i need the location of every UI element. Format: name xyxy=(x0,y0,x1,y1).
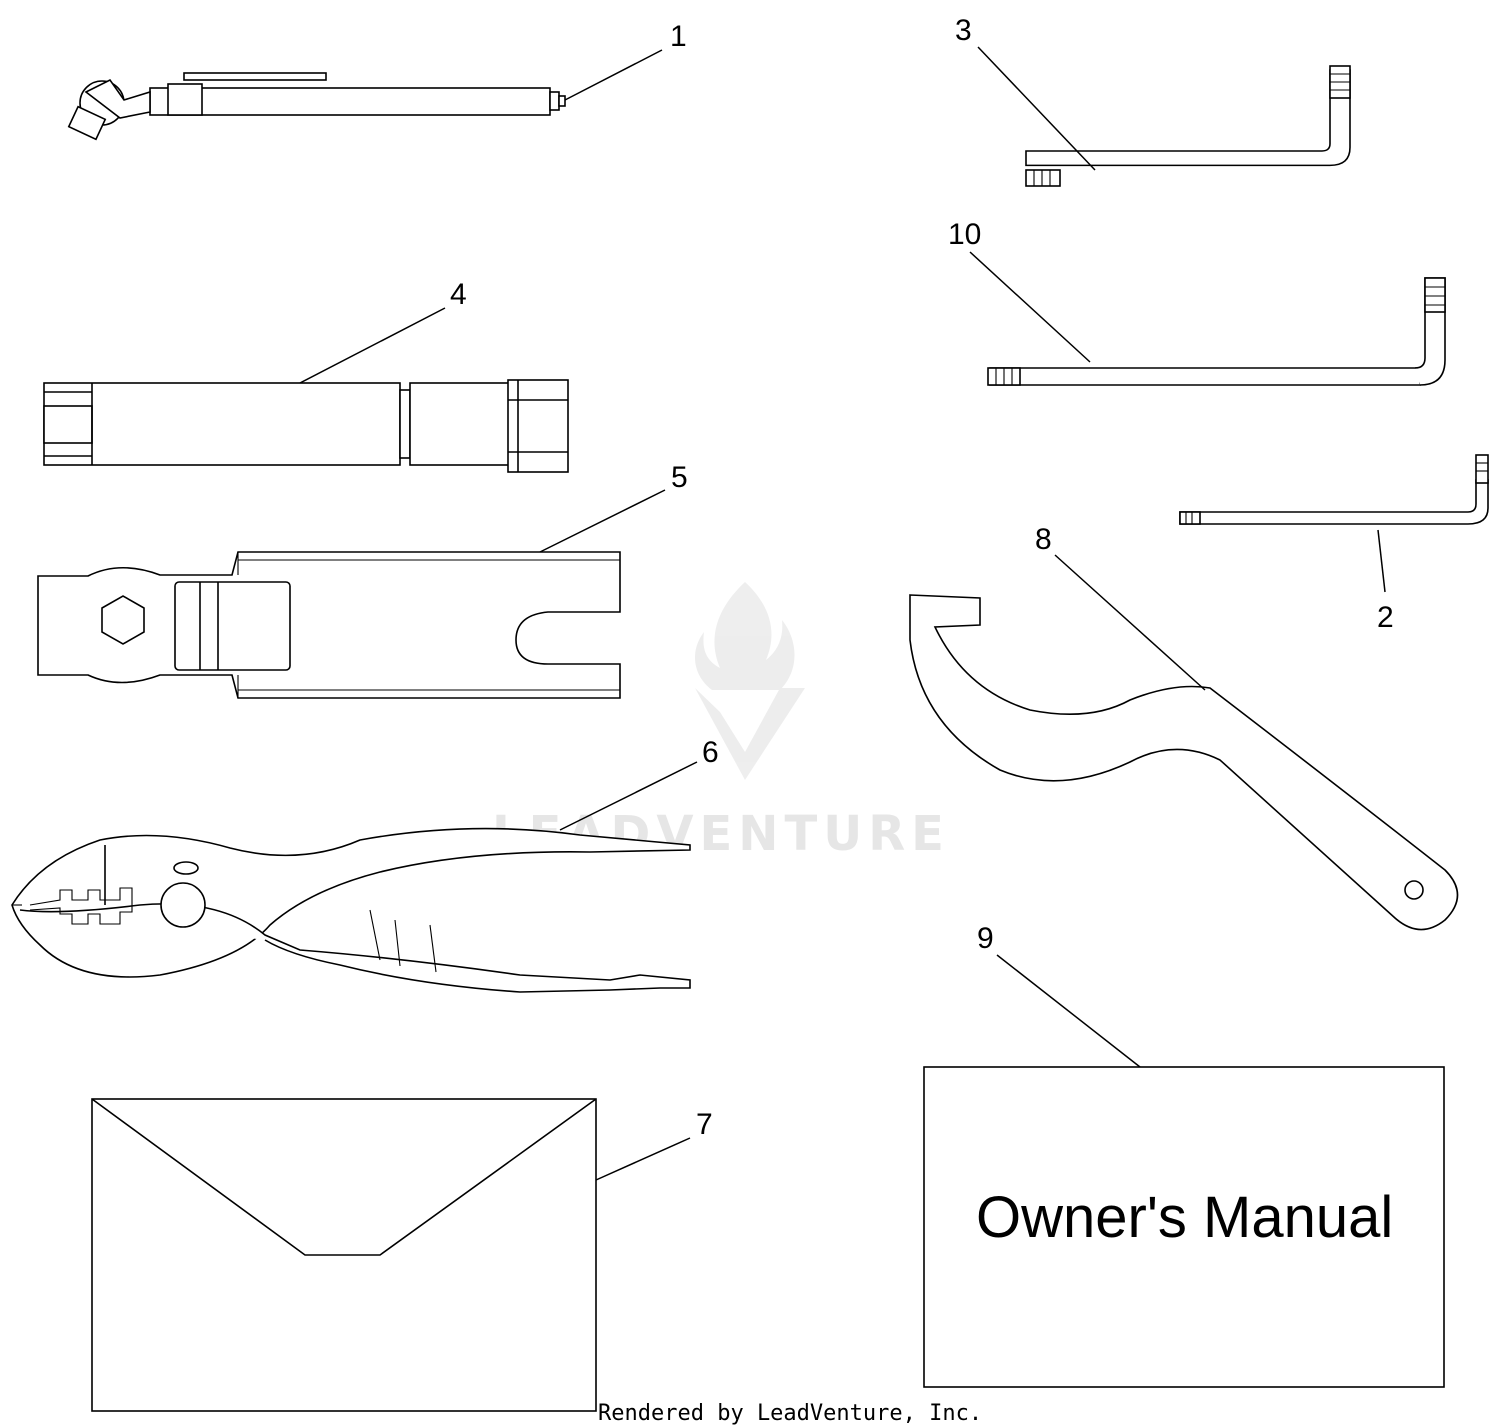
watermark-logo xyxy=(694,582,805,780)
part-5-fork-wrench xyxy=(37,551,621,699)
part-8-spanner-wrench xyxy=(909,594,1459,931)
callout-9: 9 xyxy=(977,922,994,955)
callout-8: 8 xyxy=(1035,523,1052,556)
part-9-owners-manual: Owner's Manual xyxy=(923,1066,1445,1388)
callout-3: 3 xyxy=(955,14,972,47)
part-2-hex-key xyxy=(1179,454,1489,525)
leader-lines xyxy=(299,46,1386,1181)
callout-10: 10 xyxy=(948,218,981,251)
part-6-pliers xyxy=(11,827,691,993)
callout-2: 2 xyxy=(1377,601,1394,634)
part-7-envelope xyxy=(91,1098,597,1412)
callout-5: 5 xyxy=(671,461,688,494)
part-4-plug-socket xyxy=(43,379,569,473)
credit-text: Rendered by LeadVenture, Inc. xyxy=(598,1401,982,1426)
callout-6: 6 xyxy=(702,736,719,769)
callout-7: 7 xyxy=(696,1108,713,1141)
manual-title: Owner's Manual xyxy=(976,1185,1393,1250)
part-10-hex-key xyxy=(987,277,1446,386)
part-3-hex-key xyxy=(1025,65,1351,187)
callout-4: 4 xyxy=(450,278,467,311)
part-1-pressure-gauge xyxy=(67,72,566,141)
callout-1: 1 xyxy=(670,20,687,53)
